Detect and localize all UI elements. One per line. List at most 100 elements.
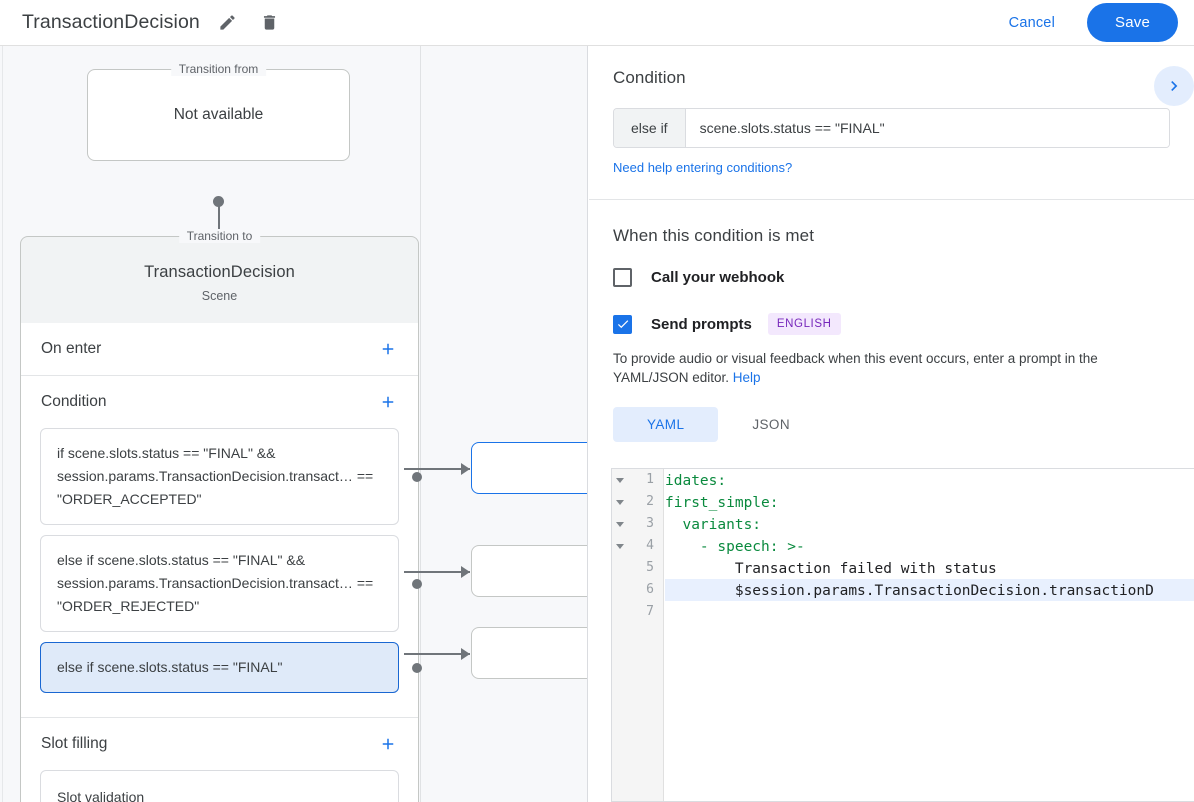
editor-format-tabs: YAML JSON bbox=[613, 407, 1194, 442]
scene-section-stack: On enter Condition if scene.slots.status… bbox=[20, 323, 422, 802]
target-box-3[interactable] bbox=[471, 627, 587, 679]
code-line[interactable]: 3 variants: bbox=[616, 513, 1194, 535]
scene-graph-pane: Transition from Not available Transition… bbox=[0, 46, 588, 802]
section-condition-title: Condition bbox=[41, 393, 107, 410]
section-slot-filling-header: Slot filling bbox=[21, 718, 418, 770]
condition-connector-dot bbox=[412, 662, 422, 673]
send-prompts-checkbox[interactable] bbox=[613, 314, 632, 334]
connector-line-2 bbox=[404, 571, 470, 573]
call-webhook-checkbox[interactable] bbox=[613, 268, 632, 287]
editor-code-area[interactable]: 1 idates: 2 first_simple: 3 variants: 4 … bbox=[616, 469, 1194, 801]
condition-card-text: else if scene.slots.status == "FINAL" &&… bbox=[57, 552, 374, 614]
line-number: 4 bbox=[646, 538, 654, 553]
graph-left-rule bbox=[2, 46, 3, 802]
prompts-hint-text: To provide audio or visual feedback when… bbox=[613, 351, 1098, 385]
line-number: 6 bbox=[646, 582, 654, 597]
condition-card[interactable]: else if scene.slots.status == "FINAL" &&… bbox=[40, 535, 422, 632]
save-button[interactable]: Save bbox=[1087, 3, 1178, 42]
plus-icon[interactable] bbox=[376, 337, 400, 361]
send-prompts-row[interactable]: Send prompts ENGLISH bbox=[613, 313, 1194, 335]
transition-from-legend: Transition from bbox=[170, 62, 267, 76]
target-box-1[interactable] bbox=[471, 442, 587, 494]
condition-help-link[interactable]: Need help entering conditions? bbox=[613, 160, 793, 175]
code-line[interactable]: 4 - speech: >- bbox=[616, 535, 1194, 557]
webhook-row[interactable]: Call your webhook bbox=[613, 268, 1194, 287]
condition-connector-dot bbox=[412, 471, 422, 482]
fold-arrow-icon[interactable] bbox=[616, 522, 624, 527]
transition-from-card[interactable]: Transition from Not available bbox=[87, 62, 350, 161]
graph-column-divider bbox=[420, 46, 421, 802]
transition-to-legend: Transition to bbox=[178, 229, 261, 243]
section-on-enter-title: On enter bbox=[41, 340, 102, 357]
line-text: $session.params.TransactionDecision.tran… bbox=[665, 583, 1154, 599]
condition-card[interactable]: if scene.slots.status == "FINAL" && sess… bbox=[40, 428, 422, 525]
when-met-heading: When this condition is met bbox=[613, 226, 815, 245]
fold-arrow-icon[interactable] bbox=[616, 478, 624, 483]
section-slot-filling: Slot filling Slot validation bbox=[21, 718, 418, 802]
prompts-hint: To provide audio or visual feedback when… bbox=[613, 349, 1170, 387]
prompts-help-link[interactable]: Help bbox=[732, 370, 761, 385]
transition-to-subtitle: Scene bbox=[201, 289, 238, 303]
line-text: - speech: >- bbox=[665, 539, 805, 555]
line-text: Transaction failed with status bbox=[665, 561, 997, 577]
line-text: idates: bbox=[665, 473, 727, 489]
condition-prefix: else if bbox=[614, 109, 686, 147]
section-slot-filling-title: Slot filling bbox=[41, 735, 108, 752]
line-number: 2 bbox=[646, 494, 654, 509]
transition-to-card[interactable]: Transition to TransactionDecision Scene bbox=[20, 229, 419, 323]
condition-card-selected[interactable]: else if scene.slots.status == "FINAL" bbox=[40, 642, 422, 693]
connector-arrow-1 bbox=[461, 463, 470, 475]
transition-to-name: TransactionDecision bbox=[144, 263, 295, 281]
target-box-2[interactable] bbox=[471, 545, 587, 597]
trash-icon[interactable] bbox=[256, 9, 284, 37]
code-line[interactable]: 7 bbox=[646, 601, 1194, 623]
plus-icon[interactable] bbox=[376, 390, 400, 414]
when-condition-met-section: When this condition is met Call your web… bbox=[589, 200, 1194, 442]
condition-card-text: else if scene.slots.status == "FINAL" bbox=[57, 659, 283, 675]
condition-expression-input[interactable] bbox=[685, 109, 1169, 147]
transition-from-value: Not available bbox=[173, 106, 264, 123]
send-prompts-label: Send prompts bbox=[651, 315, 752, 333]
top-bar-actions: Cancel Save bbox=[993, 3, 1178, 42]
connector-arrow-3 bbox=[461, 648, 470, 660]
section-condition-header: Condition bbox=[21, 376, 418, 428]
section-on-enter-header: On enter bbox=[21, 323, 418, 375]
line-number: 3 bbox=[646, 516, 654, 531]
call-webhook-label: Call your webhook bbox=[651, 269, 785, 286]
condition-card-text: if scene.slots.status == "FINAL" && sess… bbox=[57, 445, 374, 507]
condition-connector-dot bbox=[412, 578, 422, 589]
line-text: variants: bbox=[665, 517, 762, 533]
language-badge: ENGLISH bbox=[767, 313, 841, 335]
section-condition: Condition if scene.slots.status == "FINA… bbox=[21, 376, 422, 718]
slot-validation-text: Slot validation bbox=[57, 789, 145, 802]
plus-icon[interactable] bbox=[376, 732, 400, 756]
connector-line-1 bbox=[404, 468, 470, 470]
connector-arrow-2 bbox=[461, 566, 470, 578]
code-line[interactable]: 2 first_simple: bbox=[616, 491, 1194, 513]
condition-heading: Condition bbox=[613, 68, 686, 87]
page-title: TransactionDecision bbox=[22, 11, 200, 33]
line-number: 1 bbox=[646, 472, 654, 487]
code-line-highlighted[interactable]: 6 $session.params.TransactionDecision.tr… bbox=[646, 579, 1194, 601]
slot-validation-card[interactable]: Slot validation bbox=[40, 770, 399, 802]
condition-section: Condition else if Need help entering con… bbox=[589, 46, 1194, 200]
code-line[interactable]: 5 Transaction failed with status bbox=[646, 557, 1194, 579]
yaml-editor[interactable]: 1 idates: 2 first_simple: 3 variants: 4 … bbox=[611, 468, 1194, 802]
tab-yaml[interactable]: YAML bbox=[613, 407, 719, 442]
condition-detail-pane: Condition else if Need help entering con… bbox=[589, 46, 1194, 802]
fold-arrow-icon[interactable] bbox=[616, 500, 624, 505]
top-bar: TransactionDecision Cancel Save bbox=[0, 0, 1194, 46]
fold-arrow-icon[interactable] bbox=[616, 544, 624, 549]
tab-json[interactable]: JSON bbox=[752, 417, 790, 432]
line-number: 7 bbox=[646, 604, 654, 619]
section-divider bbox=[589, 199, 1194, 200]
chevron-right-icon[interactable] bbox=[1154, 66, 1194, 106]
code-line[interactable]: 1 idates: bbox=[616, 469, 1194, 491]
line-number: 5 bbox=[646, 560, 654, 575]
line-text: first_simple: bbox=[665, 495, 779, 511]
cancel-button[interactable]: Cancel bbox=[993, 6, 1071, 40]
connector-line-3 bbox=[404, 653, 470, 655]
section-on-enter: On enter bbox=[21, 323, 418, 376]
pencil-icon[interactable] bbox=[214, 9, 242, 37]
condition-input-row: else if bbox=[613, 108, 1170, 148]
